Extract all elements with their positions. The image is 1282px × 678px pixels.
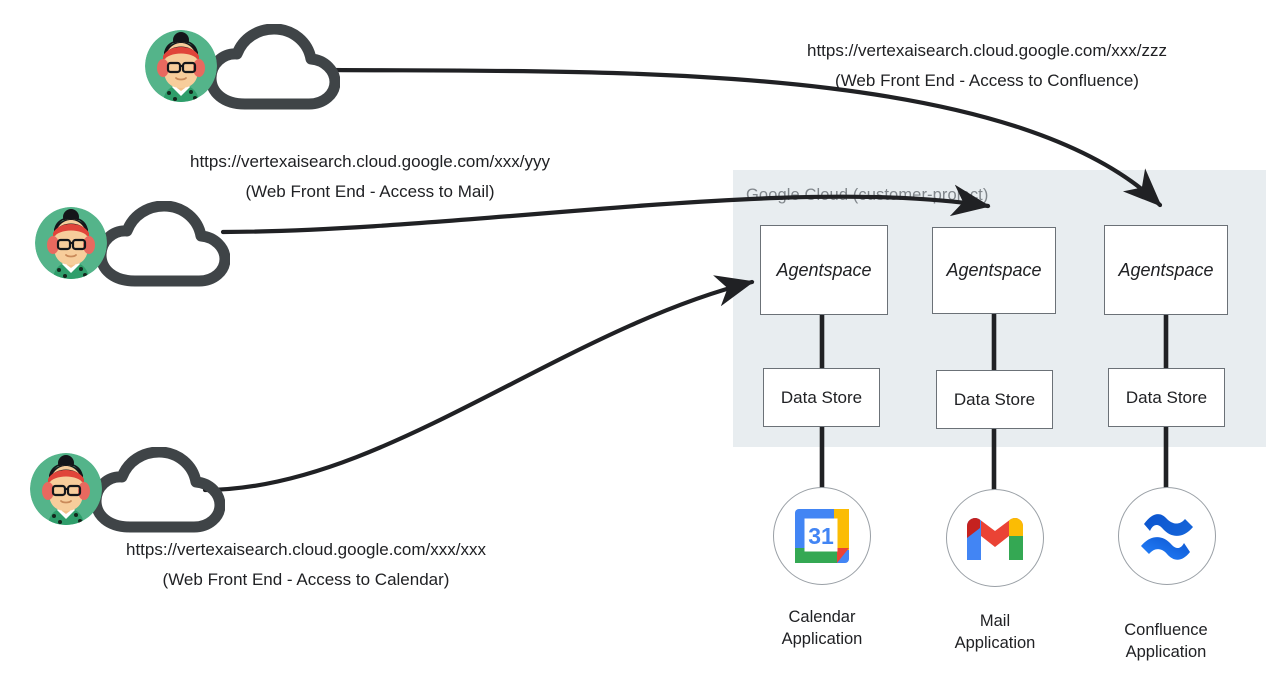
- caption-client-mail: https://vertexaisearch.cloud.google.com/…: [190, 147, 550, 207]
- edge-client-calendar-to-agentspace-1: [202, 275, 755, 493]
- app-label-mail: Mail Application: [900, 610, 1090, 654]
- agentspace-box-confluence[interactable]: Agentspace: [1104, 225, 1228, 315]
- caption-client-calendar: https://vertexaisearch.cloud.google.com/…: [126, 535, 486, 595]
- app-label-mail-line1: Mail: [979, 612, 1011, 630]
- app-label-mail-line2: Application: [954, 634, 1036, 652]
- cloud-icon: [90, 447, 225, 533]
- app-label-confluence: Confluence Application: [1071, 619, 1261, 663]
- caption-confluence-url: https://vertexaisearch.cloud.google.com/…: [807, 41, 1167, 60]
- app-label-confluence-line1: Confluence: [1124, 621, 1208, 639]
- app-label-confluence-line2: Application: [1125, 643, 1207, 661]
- datastore-box-mail[interactable]: Data Store: [936, 370, 1053, 429]
- datastore-box-calendar[interactable]: Data Store: [763, 368, 880, 427]
- user-avatar-icon: [35, 207, 107, 279]
- google-calendar-icon: 31: [795, 509, 849, 563]
- app-circle-confluence[interactable]: [1118, 487, 1216, 585]
- cloud-icon: [205, 24, 340, 110]
- google-cloud-panel-label: Google Cloud (customer-project): [746, 186, 989, 204]
- caption-client-confluence: https://vertexaisearch.cloud.google.com/…: [807, 36, 1167, 96]
- app-label-calendar-line2: Application: [781, 630, 863, 648]
- calendar-day-number: 31: [808, 523, 834, 549]
- app-label-calendar: Calendar Application: [727, 606, 917, 650]
- confluence-icon: [1141, 514, 1193, 560]
- caption-calendar-description: (Web Front End - Access to Calendar): [162, 570, 450, 589]
- agentspace-box-calendar[interactable]: Agentspace: [760, 225, 888, 315]
- client-mail: [35, 197, 235, 289]
- caption-confluence-description: (Web Front End - Access to Confluence): [835, 71, 1139, 90]
- client-confluence: [145, 20, 345, 112]
- caption-mail-description: (Web Front End - Access to Mail): [245, 182, 495, 201]
- user-avatar-icon: [145, 30, 217, 102]
- agentspace-box-mail[interactable]: Agentspace: [932, 227, 1056, 314]
- caption-mail-url: https://vertexaisearch.cloud.google.com/…: [190, 152, 550, 171]
- datastore-box-confluence[interactable]: Data Store: [1108, 368, 1225, 427]
- app-circle-calendar[interactable]: 31: [773, 487, 871, 585]
- gmail-icon: [967, 518, 1023, 560]
- client-calendar: [30, 443, 230, 535]
- caption-calendar-url: https://vertexaisearch.cloud.google.com/…: [126, 540, 486, 559]
- user-avatar-icon: [30, 453, 102, 525]
- cloud-icon: [95, 201, 230, 287]
- app-label-calendar-line1: Calendar: [788, 608, 856, 626]
- app-circle-mail[interactable]: [946, 489, 1044, 587]
